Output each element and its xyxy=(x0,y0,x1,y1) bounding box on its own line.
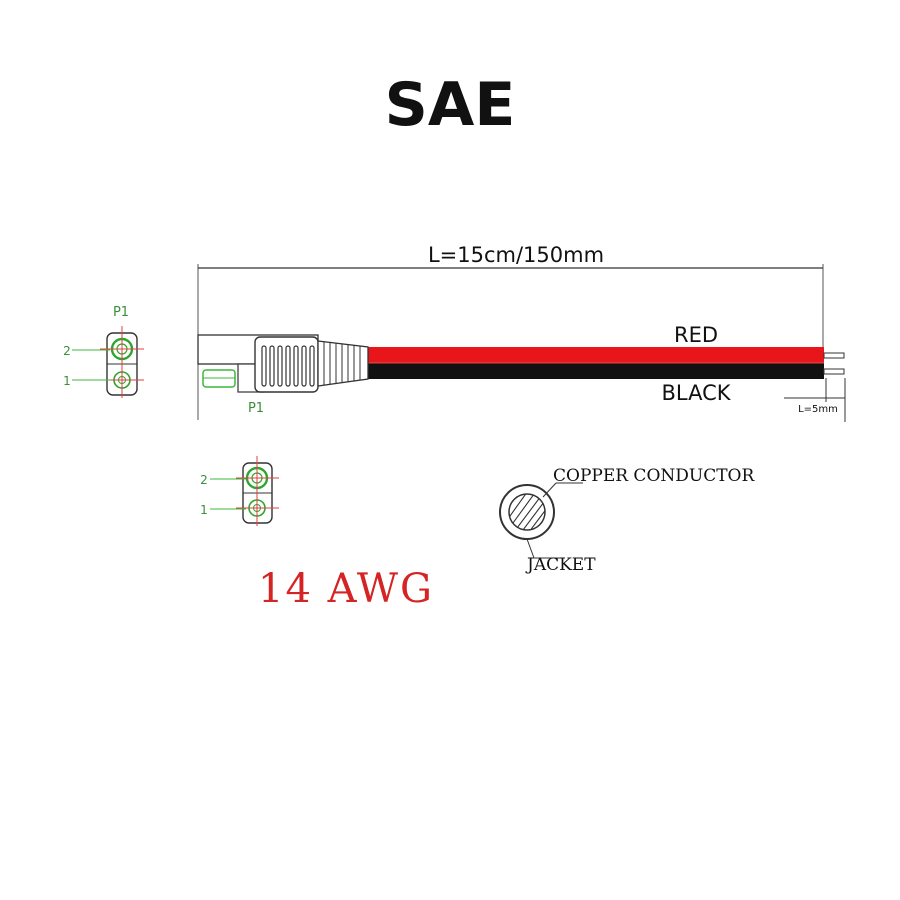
copper-conductor-label: COPPER CONDUCTOR xyxy=(553,466,755,486)
black-conductor-tip xyxy=(823,368,845,375)
black-wire xyxy=(368,363,824,379)
jacket-label: JACKET xyxy=(525,555,596,575)
connector-face-left: P1 2 1 xyxy=(63,305,144,398)
strip-length-label: L=5mm xyxy=(798,404,838,415)
pin-1-label: 1 xyxy=(200,503,208,517)
red-conductor-tip xyxy=(823,352,845,359)
connector-side-label: P1 xyxy=(248,401,264,416)
connector-face-center: 2 1 xyxy=(200,456,279,526)
sae-connector-body: P1 xyxy=(197,334,369,416)
red-wire-label: RED xyxy=(674,323,718,347)
strip-dimension: L=5mm xyxy=(784,378,846,422)
wire-gauge-label: 14 AWG xyxy=(258,566,434,612)
black-wire-label: BLACK xyxy=(661,381,731,405)
length-dimension: L=15cm/150mm xyxy=(197,243,824,420)
wires: RED BLACK xyxy=(368,323,845,405)
page-title: SAE xyxy=(384,70,516,140)
length-label: L=15cm/150mm xyxy=(428,243,604,267)
connector-face-label: P1 xyxy=(113,305,129,320)
pin-2-label: 2 xyxy=(200,473,208,487)
pin-1-label: 1 xyxy=(63,374,71,388)
wire-cross-section: COPPER CONDUCTOR JACKET xyxy=(499,466,755,575)
red-wire xyxy=(368,347,824,363)
pin-2-label: 2 xyxy=(63,344,71,358)
